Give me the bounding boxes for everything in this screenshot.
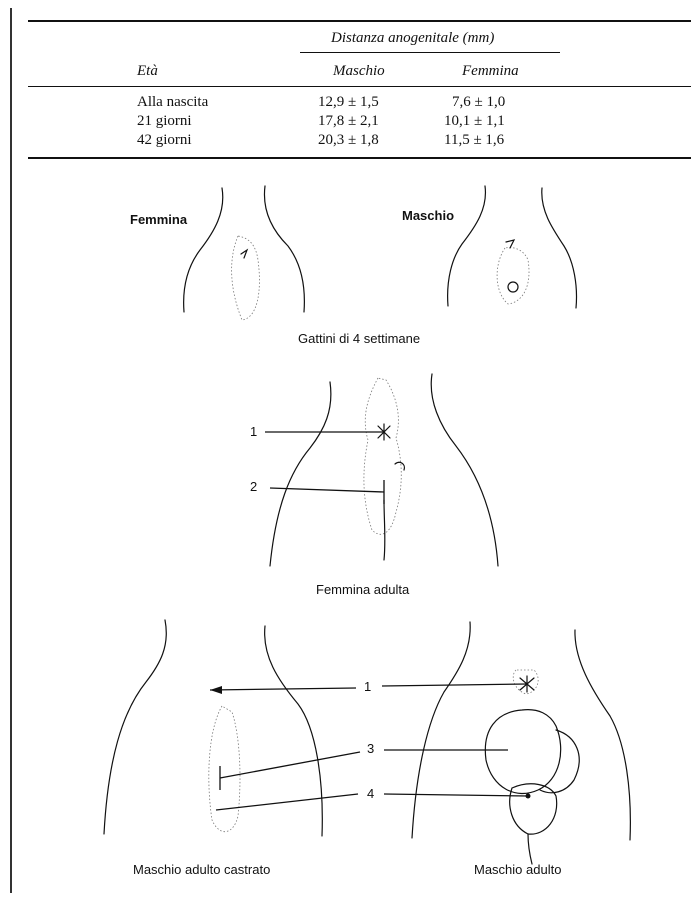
kitten-male-drawing: [448, 186, 577, 308]
marker-2-label: 2: [250, 479, 257, 494]
castrated-male-caption: Maschio adulto castrato: [133, 862, 270, 877]
adult-female-caption: Femmina adulta: [316, 582, 409, 597]
adult-male-intact-drawing: [382, 622, 630, 864]
adult-male-castrated-drawing: [104, 620, 360, 836]
kittens-caption: Gattini di 4 settimane: [298, 331, 420, 346]
kitten-female-drawing: [184, 186, 305, 320]
marker-4-label: 4: [367, 786, 374, 801]
kitten-male-label: Maschio: [402, 208, 454, 223]
intact-male-caption: Maschio adulto: [474, 862, 561, 877]
marker-1-label: 1: [250, 424, 257, 439]
marker-1-label: 1: [364, 679, 371, 694]
kitten-female-label: Femmina: [130, 212, 187, 227]
marker-3-label: 3: [367, 741, 374, 756]
adult-female-drawing: [265, 374, 498, 566]
